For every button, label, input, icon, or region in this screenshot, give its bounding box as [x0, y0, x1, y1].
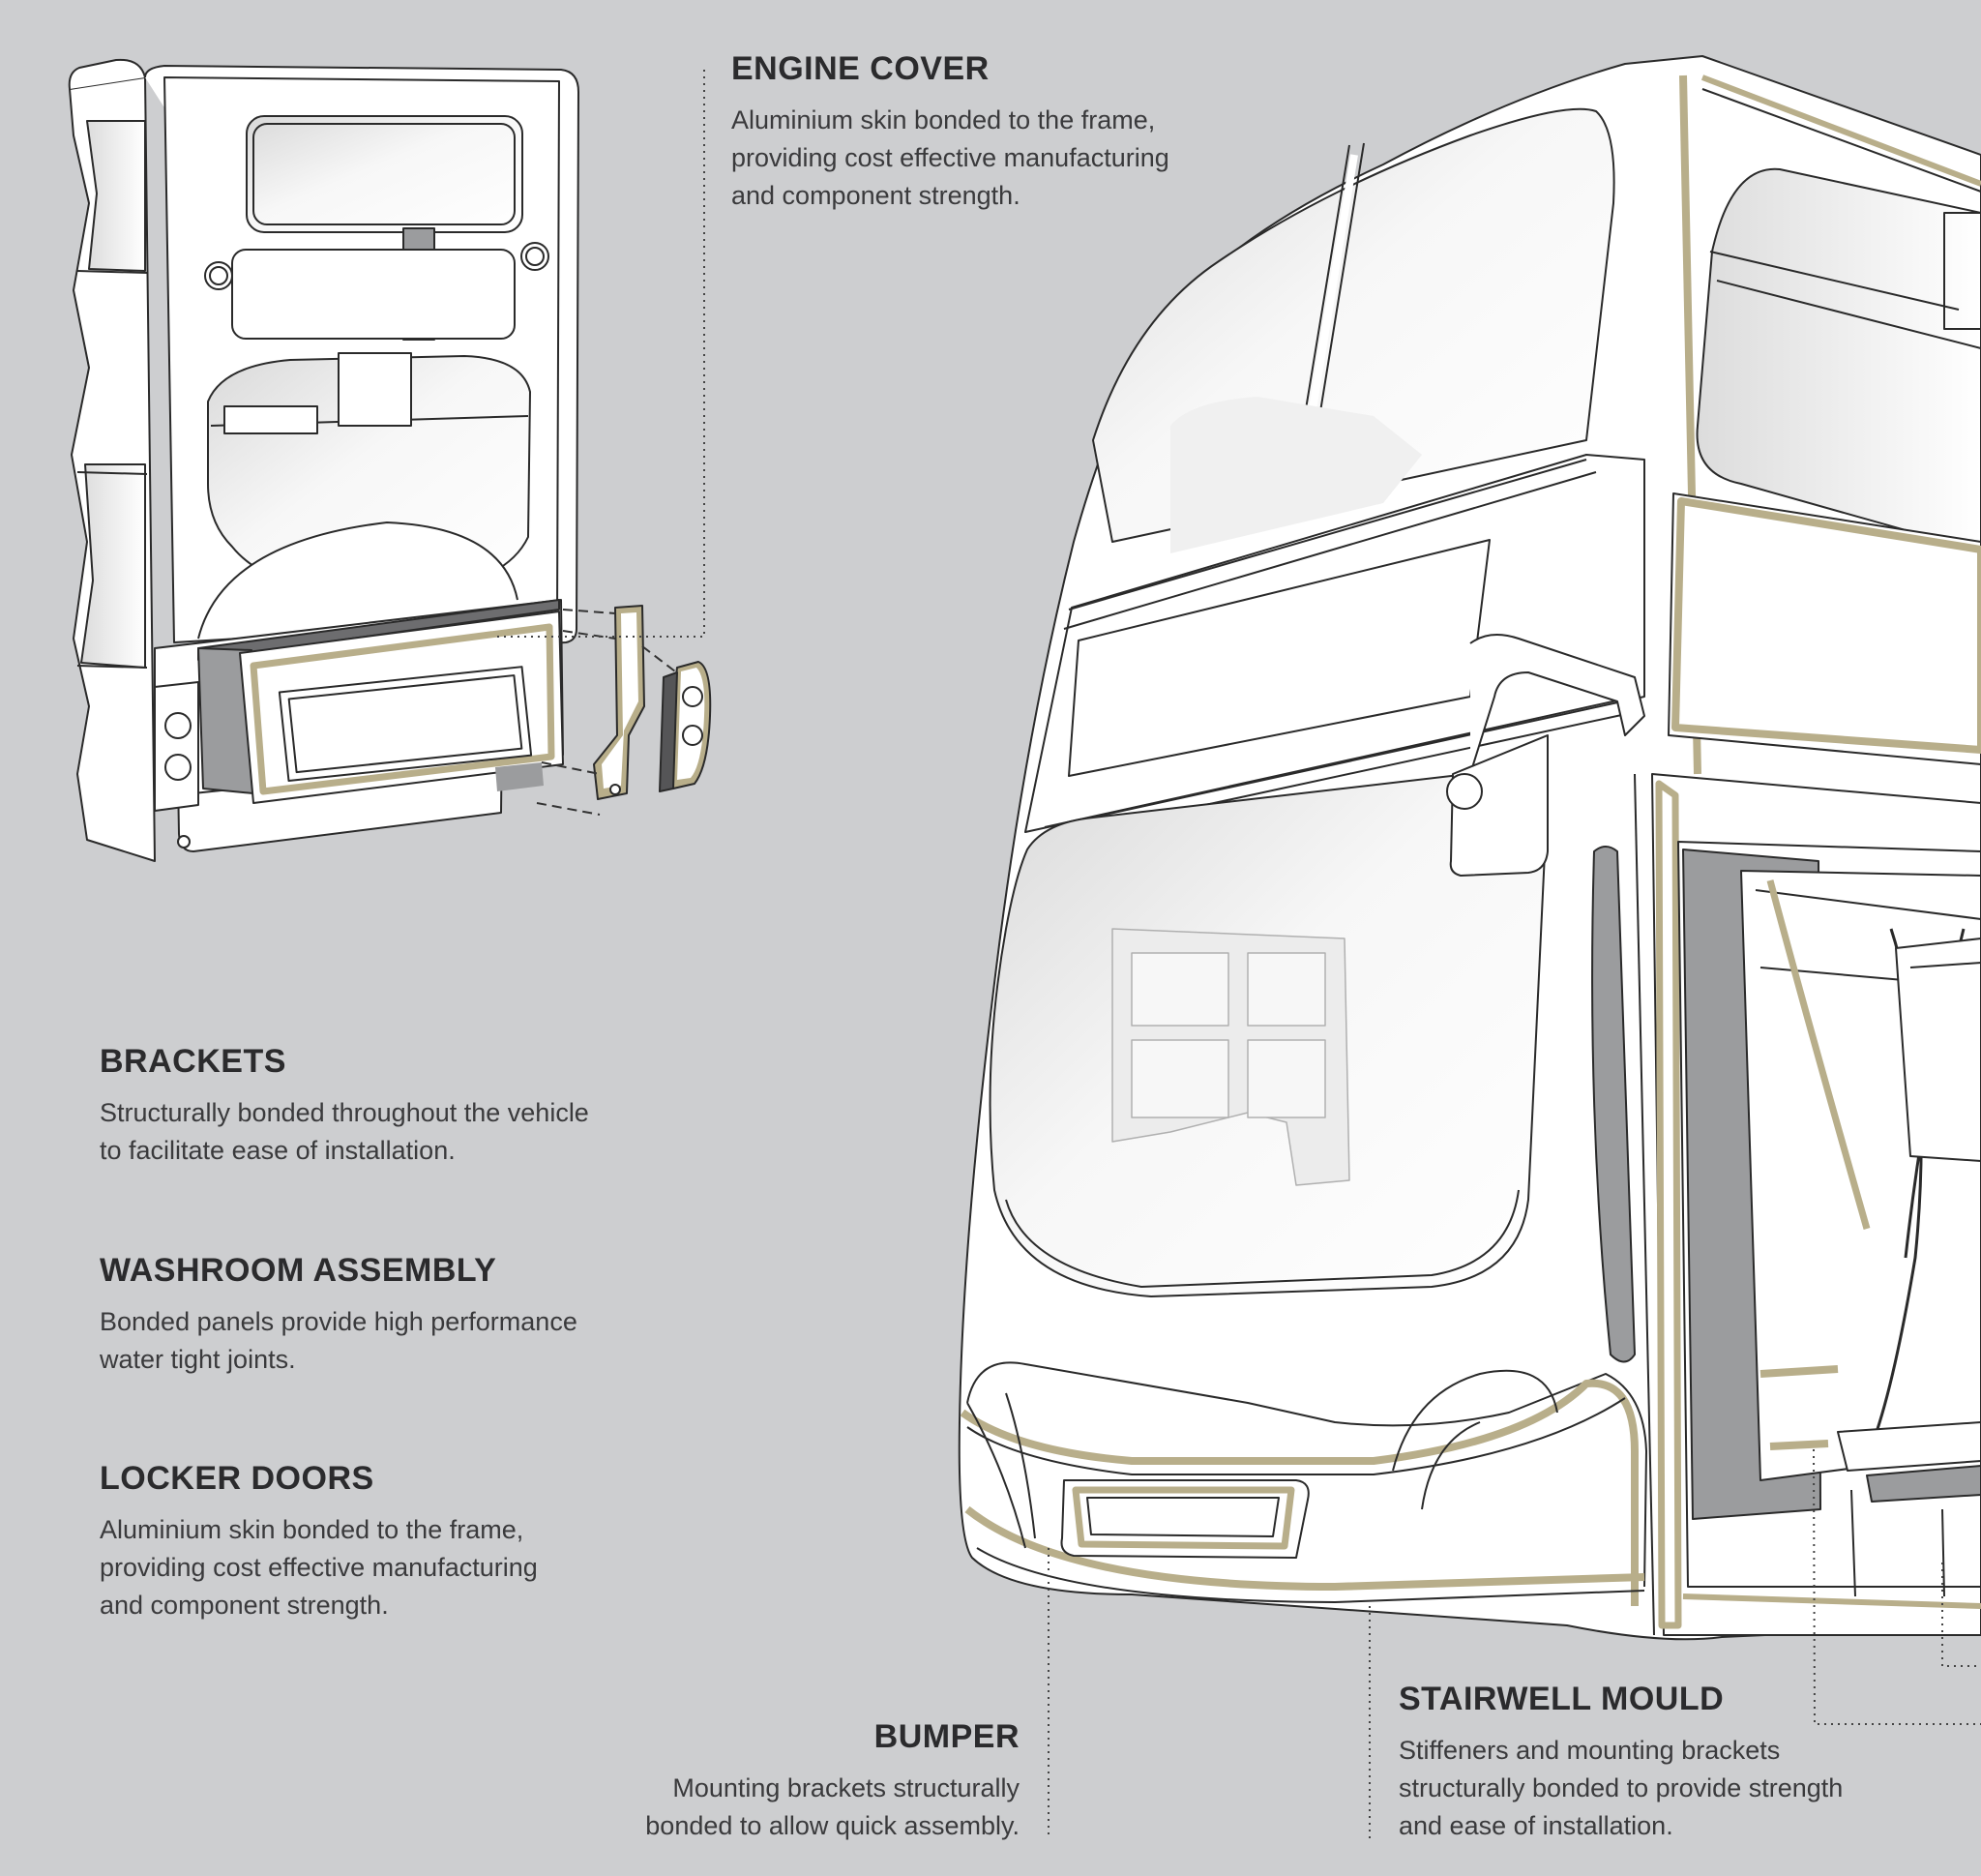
bus-leaders	[1048, 1448, 1981, 1838]
callout-engine-cover: ENGINE COVER Aluminium skin bonded to th…	[731, 50, 1169, 215]
callout-title: ENGINE COVER	[731, 50, 990, 87]
callout-brackets: BRACKETS Structurally bonded throughout …	[100, 1043, 589, 1170]
callout-title: LOCKER DOORS	[100, 1460, 374, 1497]
callout-description: Structurally bonded throughout the vehic…	[100, 1098, 589, 1165]
callout-title: WASHROOM ASSEMBLY	[100, 1252, 497, 1289]
callout-description: Stiffeners and mounting brackets structu…	[1399, 1736, 1844, 1840]
callout-stairwell-mould: STAIRWELL MOULD Stiffeners and mounting …	[1399, 1681, 1843, 1845]
engine-cover-drawing	[68, 58, 712, 862]
callout-title: BRACKETS	[100, 1043, 286, 1080]
callout-washroom-assembly: WASHROOM ASSEMBLY Bonded panels provide …	[100, 1252, 577, 1379]
callout-description: Mounting brackets structurally bonded to…	[645, 1773, 1020, 1840]
callout-bumper: BUMPER Mounting brackets structurally bo…	[517, 1718, 1020, 1845]
callout-title: BUMPER	[873, 1718, 1020, 1755]
callout-description: Aluminium skin bonded to the frame, prov…	[731, 105, 1169, 210]
bus-drawing	[958, 55, 1981, 1641]
callout-title: STAIRWELL MOULD	[1399, 1681, 1725, 1717]
callout-description: Bonded panels provide high performance w…	[100, 1307, 577, 1374]
callout-locker-doors: LOCKER DOORS Aluminium skin bonded to th…	[100, 1460, 538, 1624]
callout-description: Aluminium skin bonded to the frame, prov…	[100, 1515, 538, 1620]
